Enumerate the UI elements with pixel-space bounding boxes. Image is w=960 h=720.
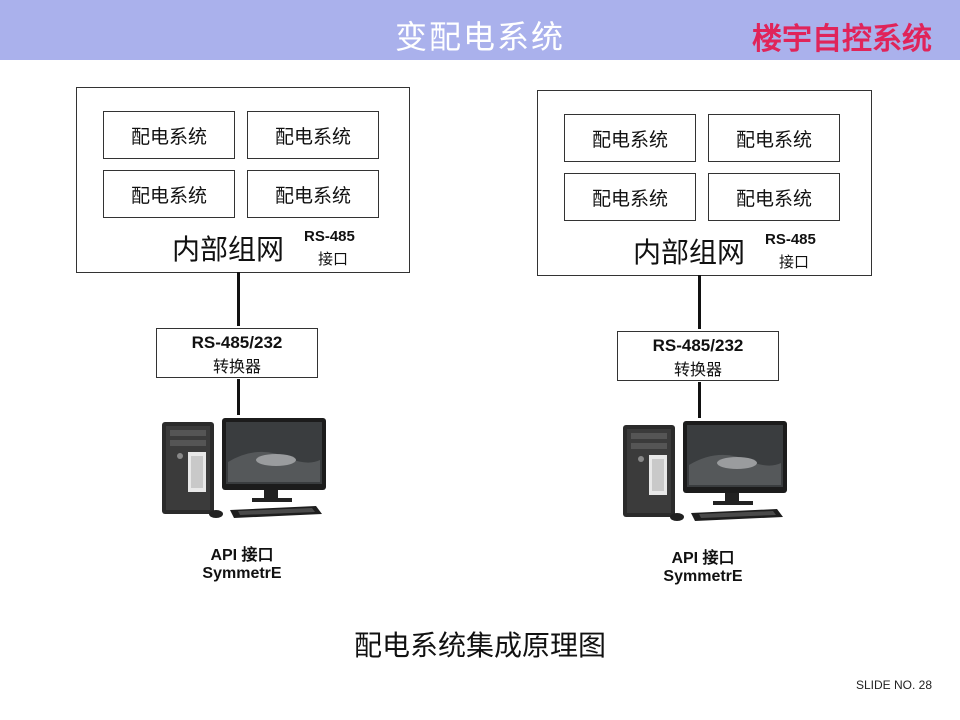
port-label: 接口 [318, 250, 349, 268]
api-interface-label: API 接口 SymmetrE [623, 544, 783, 586]
distribution-system-box: 配电系统 [564, 173, 696, 221]
distribution-system-box: 配电系统 [103, 111, 235, 159]
distribution-system-box: 配电系统 [708, 173, 840, 221]
computer-workstation [619, 417, 789, 537]
computer-icon [162, 418, 326, 518]
computer-icon [623, 421, 787, 521]
distribution-system-box: 配电系统 [708, 114, 840, 162]
internal-network-label: 内部组网 [172, 233, 285, 266]
rs485-port-label: RS-485 [765, 231, 816, 248]
converter-label: 转换器 [673, 360, 722, 379]
distribution-system-box: 配电系统 [564, 114, 696, 162]
rs485-port-label: RS-485 [304, 228, 355, 245]
rs485-232-converter: RS-485/232 转换器 [617, 331, 779, 381]
symmetre-text: SymmetrE [202, 565, 282, 582]
distribution-system-box: 配电系统 [103, 170, 235, 218]
symmetre-text: SymmetrE [663, 568, 743, 585]
api-port-text: API 接口 [671, 550, 735, 567]
brand-label: 楼宇自控系统 [752, 22, 932, 57]
connection-line [698, 275, 701, 329]
slide-number: SLIDE NO. 28 [855, 678, 932, 692]
distribution-system-box: 配电系统 [247, 170, 379, 218]
computer-workstation [158, 414, 328, 534]
title-bar: 变配电系统 楼宇自控系统 [0, 0, 960, 60]
port-label: 接口 [779, 253, 810, 271]
rs485-232-converter: RS-485/232 转换器 [156, 328, 318, 378]
converter-model: RS-485/232 [652, 336, 744, 355]
api-port-text: API 接口 [210, 547, 274, 564]
converter-label: 转换器 [212, 357, 261, 376]
distribution-system-box: 配电系统 [247, 111, 379, 159]
slide-title: 变配电系统 [394, 18, 565, 56]
connection-line [237, 379, 240, 415]
diagram-caption: 配电系统集成原理图 [353, 629, 606, 662]
connection-line [237, 272, 240, 326]
converter-model: RS-485/232 [191, 333, 283, 352]
internal-network-label: 内部组网 [633, 236, 746, 269]
api-interface-label: API 接口 SymmetrE [162, 541, 322, 583]
connection-line [698, 382, 701, 418]
